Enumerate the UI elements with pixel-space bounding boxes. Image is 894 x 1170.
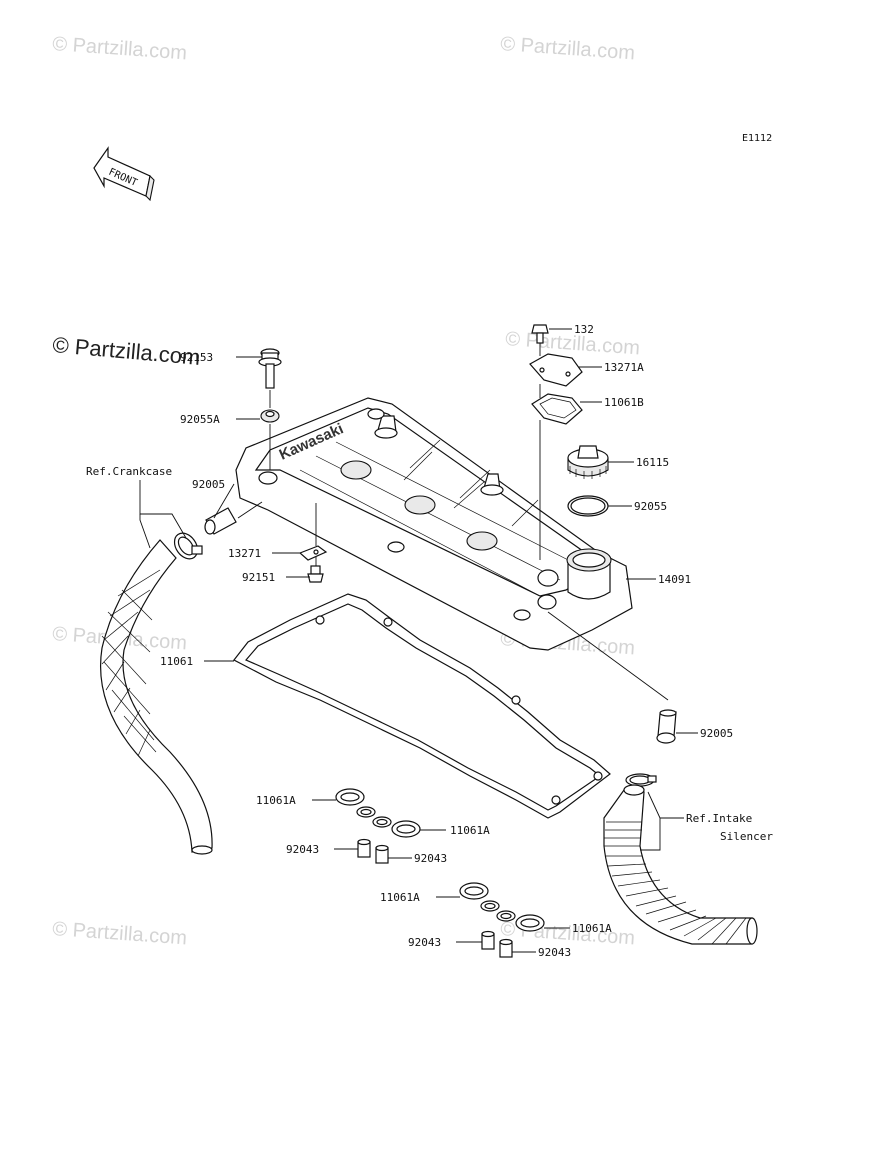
plate-13271a [529, 353, 583, 387]
callout-92055: 92055 [634, 500, 667, 513]
callout-11061: 11061 [160, 655, 193, 668]
callout-11061a: 11061A [256, 794, 296, 807]
seal-group-1 [335, 788, 421, 864]
bracket-13271 [298, 545, 328, 561]
callout-92043: 92043 [414, 852, 447, 865]
fitting-92005-left [204, 507, 237, 535]
watermark: © Partzilla.com [505, 328, 641, 359]
callout-11061b: 11061B [604, 396, 644, 409]
callout-14091: 14091 [658, 573, 691, 586]
bolt-92151 [307, 565, 324, 583]
o-ring-92055 [567, 495, 609, 517]
watermark: © Partzilla.com [52, 918, 188, 949]
fitting-92005-right [656, 709, 677, 744]
leader-lines [204, 328, 698, 953]
callout-11061a: 11061A [450, 824, 490, 837]
callout-92005-left: 92005 [192, 478, 225, 491]
callout-92153: 92153 [180, 351, 213, 364]
front-arrow-icon: FRONT [93, 146, 155, 202]
ref-silencer-label: Silencer [720, 830, 773, 843]
crankcase-hose [100, 539, 213, 855]
callout-92043: 92043 [408, 936, 441, 949]
callout-16115: 16115 [636, 456, 669, 469]
callout-13271: 13271 [228, 547, 261, 560]
callout-labels: 92153 92055A 92005 13271 92151 11061 132… [160, 323, 733, 959]
callout-11061a: 11061A [380, 891, 420, 904]
oil-filler-cap-16115 [567, 445, 609, 479]
ref-crankcase-label: Ref.Crankcase [86, 465, 172, 478]
cylinder-head-cover: Kawasaki [235, 397, 633, 651]
callout-92055a: 92055A [180, 413, 220, 426]
ref-intake-label: Ref.Intake [686, 812, 752, 825]
watermark: © Partzilla.com [52, 33, 188, 64]
callout-92151: 92151 [242, 571, 275, 584]
intake-hose [603, 784, 758, 945]
gasket-11061b [531, 393, 583, 425]
cover-gasket-11061 [233, 593, 611, 819]
diagram-code: E1112 [742, 133, 772, 144]
ref-crankcase: Ref.Crankcase [86, 465, 187, 549]
callout-92043: 92043 [538, 946, 571, 959]
callout-132: 132 [574, 323, 594, 336]
hose-clamp-right [625, 773, 657, 787]
main-watermark: © Partzilla.com [52, 332, 202, 370]
grommet-92055a [260, 409, 280, 423]
seal-group-2 [459, 882, 545, 958]
bolt-92153 [258, 348, 282, 389]
watermark: © Partzilla.com [500, 33, 636, 64]
callout-92005-right: 92005 [700, 727, 733, 740]
callout-13271a: 13271A [604, 361, 644, 374]
callout-11061a: 11061A [572, 922, 612, 935]
callout-92043: 92043 [286, 843, 319, 856]
ref-intake-silencer: Ref.Intake Silencer [640, 791, 773, 851]
hose-clamp-left [173, 532, 203, 560]
